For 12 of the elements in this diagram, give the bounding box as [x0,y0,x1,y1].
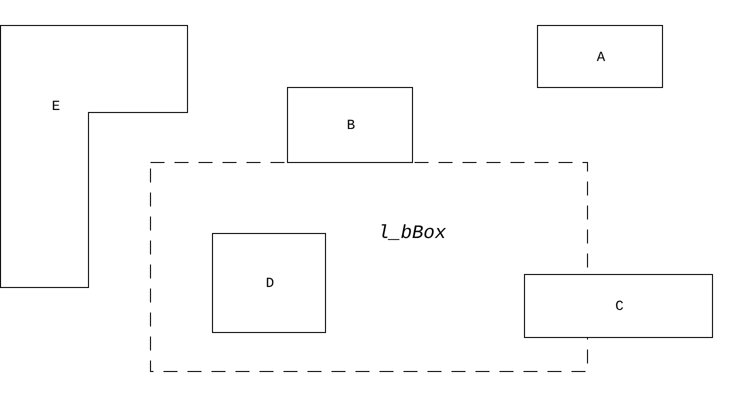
node-label: D [266,276,274,292]
rectangle [212,233,326,333]
l-shaped-block [0,25,188,288]
rectangle [287,87,413,163]
rectangle [524,274,713,338]
node-label: C [615,299,624,315]
dashed-boundary-box [150,162,588,372]
node-label: A [596,50,606,66]
rectangle [537,25,663,88]
node-label: E [52,99,60,115]
node-label: B [346,118,356,134]
node-label: l_bBox [378,222,446,244]
